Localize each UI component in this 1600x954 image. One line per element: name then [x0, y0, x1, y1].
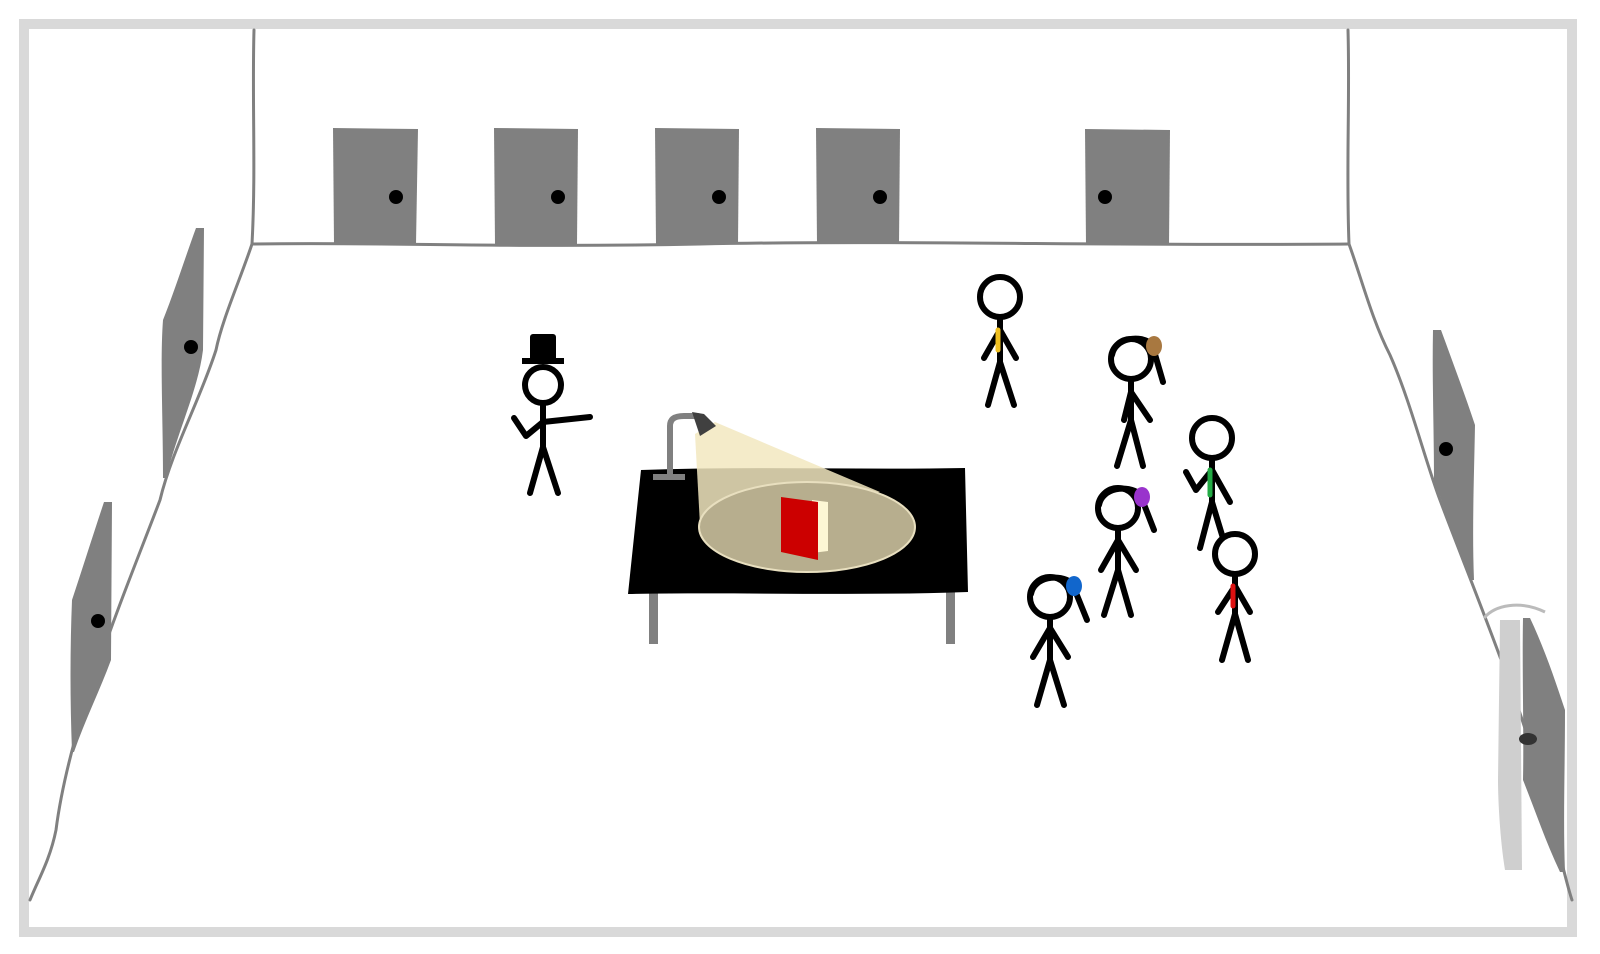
figure-legs — [1114, 417, 1146, 469]
figure-arms — [1098, 537, 1139, 573]
back-wall-left-edge — [250, 28, 256, 246]
stick-figure-yellow-tie[interactable] — [977, 274, 1023, 408]
back-wall-doors — [333, 128, 1170, 245]
back-door-2[interactable] — [494, 128, 578, 245]
right-wall-doors — [1432, 330, 1565, 872]
figure-head — [522, 364, 564, 406]
back-door-4[interactable] — [816, 128, 900, 244]
figure-legs — [1034, 657, 1067, 708]
figure-legs — [1101, 567, 1134, 618]
lamp-shade — [692, 412, 716, 436]
back-door-5[interactable] — [1085, 129, 1170, 245]
back-door-3[interactable] — [655, 128, 739, 244]
figure-legs — [527, 444, 561, 496]
figure-arms — [1030, 625, 1071, 660]
stick-figure-purple-hair[interactable] — [1095, 485, 1157, 618]
figure-legs — [1197, 499, 1229, 551]
hair-bun-purple — [1134, 487, 1150, 507]
stick-figure-green-tie[interactable] — [1183, 415, 1235, 551]
book[interactable] — [781, 497, 828, 560]
figure-legs — [985, 359, 1017, 408]
hair-bun-brown — [1146, 336, 1162, 356]
door-knob — [551, 190, 565, 204]
figure-arm-raised — [1183, 467, 1215, 493]
door-knob — [1439, 442, 1453, 456]
left-door-upper[interactable] — [161, 228, 204, 478]
door-knob — [1519, 733, 1537, 745]
lamp-base — [653, 474, 685, 480]
top-hat-brim — [522, 358, 564, 364]
door-swing-arc — [1482, 603, 1546, 620]
figure-legs — [1219, 611, 1251, 663]
left-floor-edge — [28, 242, 254, 902]
back-door-1[interactable] — [333, 128, 418, 244]
door-knob — [873, 190, 887, 204]
top-hat — [530, 334, 556, 362]
door-knob — [1098, 190, 1112, 204]
left-wall-doors — [70, 228, 204, 752]
stick-figure-blue-hair[interactable] — [1027, 574, 1090, 708]
book-cover — [781, 497, 818, 560]
figure-head — [1189, 415, 1235, 461]
hair-bun-blue — [1066, 576, 1082, 596]
back-wall-right-edge — [1346, 28, 1351, 246]
stick-figure-red-tie[interactable] — [1212, 531, 1258, 663]
table-leg-right — [946, 588, 955, 644]
figure-arm-bent — [511, 415, 546, 439]
door-knob — [91, 614, 105, 628]
stick-figure-brown-hair[interactable] — [1108, 335, 1166, 469]
door-knob — [712, 190, 726, 204]
figure-arm-pointing — [540, 414, 593, 425]
figure-arms — [1121, 389, 1153, 423]
open-door-shadow — [1498, 620, 1522, 870]
figure-head — [977, 274, 1023, 320]
left-door-lower[interactable] — [70, 502, 113, 752]
right-door-upper[interactable] — [1432, 330, 1475, 580]
lamp-arm — [667, 413, 701, 479]
door-knob — [184, 340, 198, 354]
right-door-lower-open[interactable] — [1482, 603, 1565, 872]
figure-arm — [1209, 467, 1233, 505]
figure-head — [1212, 531, 1258, 577]
door-knob — [389, 190, 403, 204]
table-leg-left — [649, 588, 658, 644]
stick-figure-host[interactable] — [511, 334, 593, 496]
